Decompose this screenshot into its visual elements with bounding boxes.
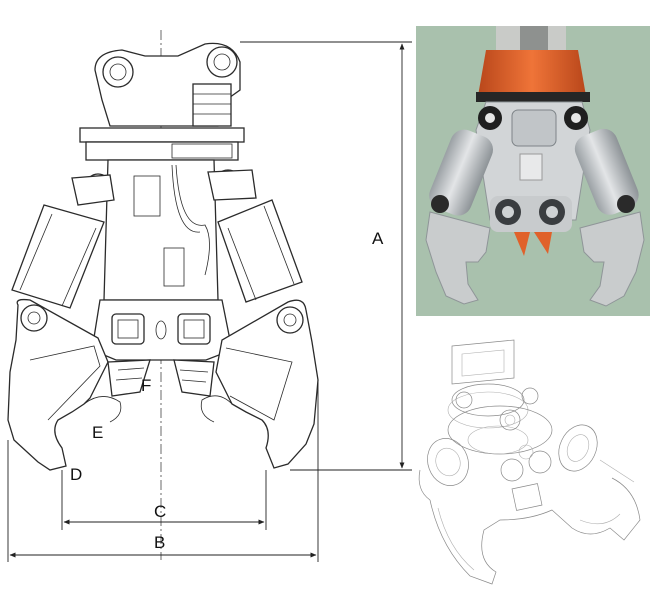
- product-photo: [416, 26, 650, 316]
- dimension-label-b: B: [154, 533, 165, 552]
- dimension-label-d: D: [70, 465, 82, 484]
- dimension-label-f: F: [141, 376, 151, 395]
- dimension-label-e: E: [92, 423, 103, 442]
- dimension-label-c: C: [154, 502, 166, 521]
- front-view-drawing: [7, 30, 412, 562]
- dimension-label-a: A: [372, 229, 384, 248]
- isometric-wireframe-drawing: [418, 339, 641, 585]
